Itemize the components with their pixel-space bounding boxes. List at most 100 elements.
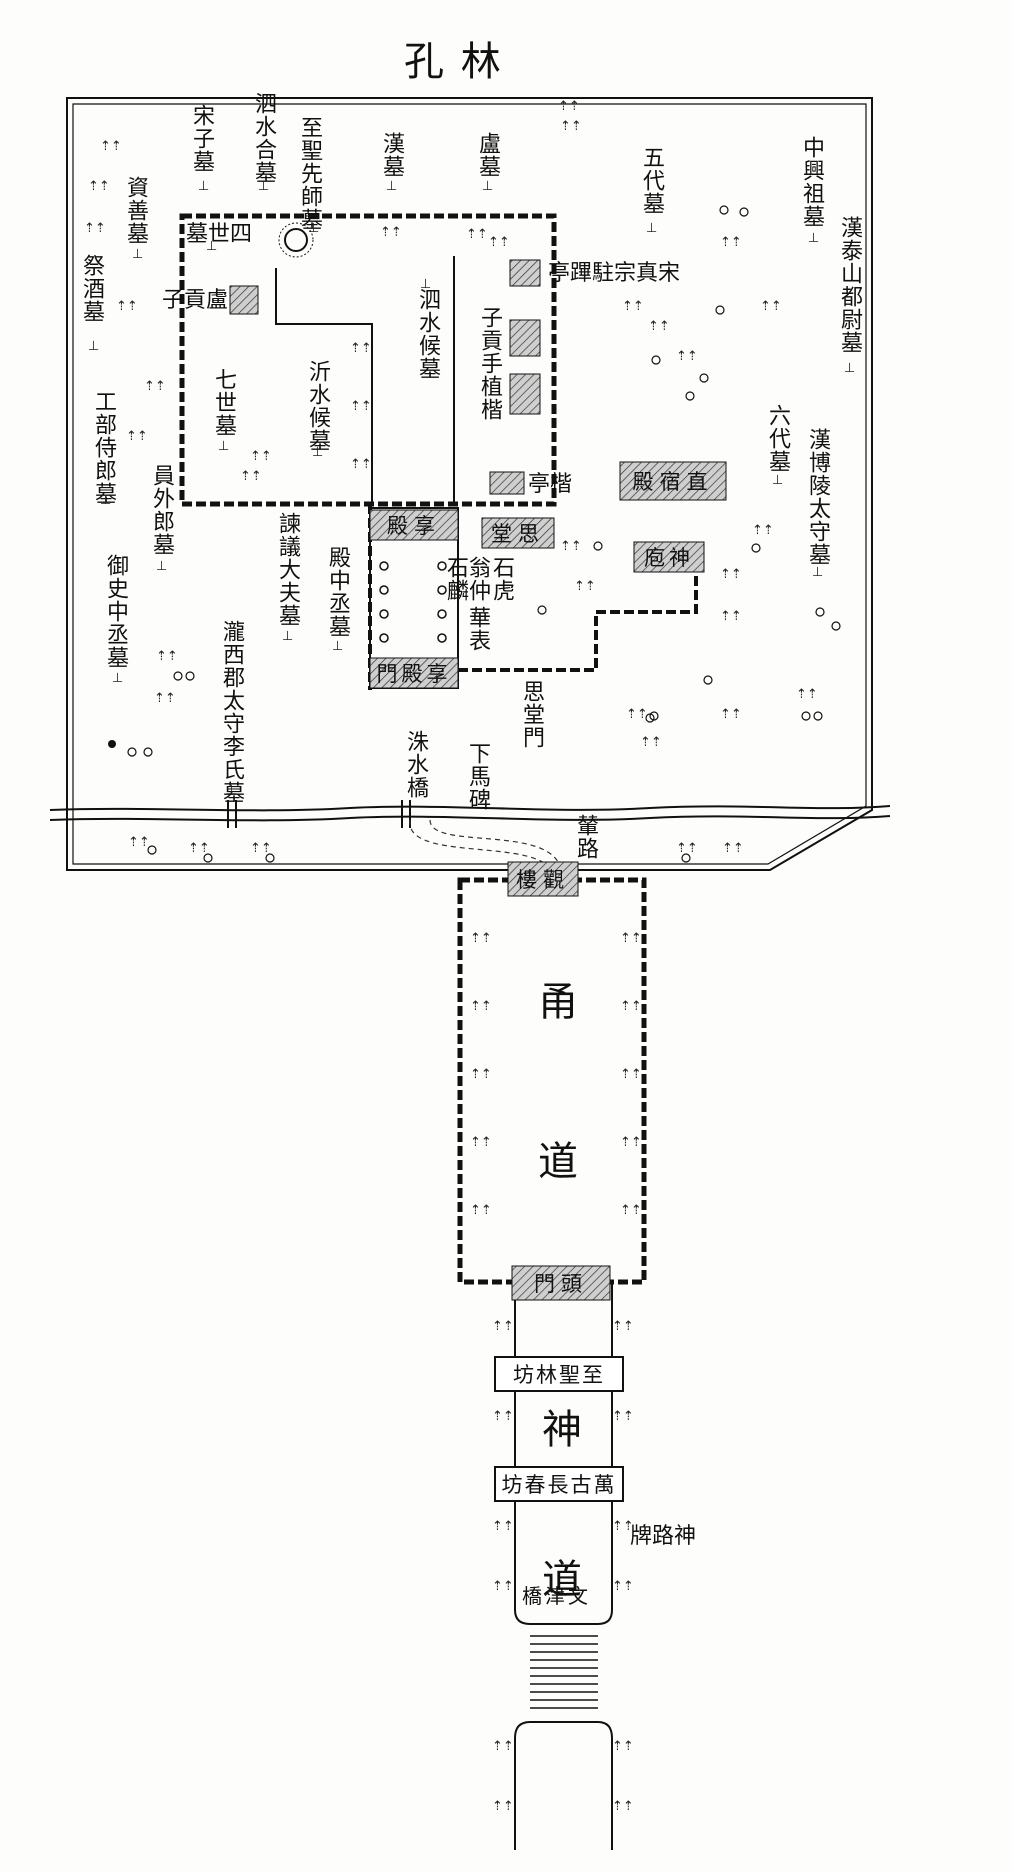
label-yongdao: 甬道 [531, 980, 577, 1300]
zigong-block-2 [509, 373, 541, 415]
tree-marker: ⇡⇡ [470, 1135, 492, 1150]
tree-marker: ⇡⇡ [760, 299, 782, 314]
tree-marker: ⇡⇡ [144, 379, 166, 394]
tree-marker: ⇡⇡ [720, 609, 742, 624]
tree-marker: ⇡⇡ [612, 1409, 634, 1424]
label-sitang: 思堂 [491, 522, 545, 546]
label-zishan-tomb: 資善墓 [123, 176, 148, 245]
tree-marker: ⇡⇡ [126, 429, 148, 444]
label-han-tomb: 漢墓 [379, 132, 404, 178]
tomb-marker: ⊥ [132, 247, 144, 262]
tree-marker: ⇡⇡ [626, 707, 648, 722]
tree-marker: ⇡⇡ [492, 1739, 514, 1754]
tomb-marker: ⊥ [226, 783, 238, 798]
label-xiangdian: 享殿 [387, 514, 441, 538]
label-yushi-tomb: 御史中丞墓 [103, 554, 128, 669]
label-lugongzi: 盧貢子 [162, 288, 229, 313]
tree-marker: ⇡⇡ [620, 1135, 642, 1150]
dark-marker [108, 740, 116, 748]
tree-marker: ⇡⇡ [720, 707, 742, 722]
label-gongbu-tomb: 工部侍郎墓 [91, 390, 116, 505]
tree-marker: ⇡⇡ [250, 449, 272, 464]
tree-marker: ⇡⇡ [612, 1319, 634, 1334]
tree-marker: ⇡⇡ [492, 1319, 514, 1334]
guanlou-block [507, 861, 579, 897]
tree-marker: ⇡⇡ [558, 99, 580, 114]
tree-marker: ⇡⇡ [492, 1799, 514, 1814]
label-shenlupai: 神路牌 [630, 1524, 697, 1549]
label-wudai-tomb: 五代墓 [639, 146, 664, 215]
tree-marker: ⇡⇡ [492, 1579, 514, 1594]
tomb-marker: ⊥ [420, 277, 432, 292]
tomb-marker: ⊥ [218, 439, 230, 454]
tomb-marker: ⊥ [100, 493, 112, 508]
tree-marker: ⇡⇡ [560, 119, 582, 134]
zhisheng-linfang-plaque: 至聖林坊 [494, 1356, 624, 1392]
tree-marker: ⇡⇡ [722, 841, 744, 856]
tree-marker: ⇡⇡ [188, 841, 210, 856]
tree-marker: ⇡⇡ [720, 235, 742, 250]
label-taishan-tomb: 漢泰山都尉墓 [837, 216, 862, 354]
label-kaiting: 楷亭 [528, 472, 573, 497]
tree-marker: ⇡⇡ [622, 299, 644, 314]
inner-path-west [275, 268, 373, 504]
label-zigong-tree: 子貢手植楷 [477, 306, 502, 421]
tree-marker: ⇡⇡ [720, 567, 742, 582]
label-songzi-tomb: 宋子墓 [189, 104, 214, 173]
tree-marker: ⇡⇡ [620, 999, 642, 1014]
tomb-marker: ⊥ [282, 629, 294, 644]
tree-marker: ⇡⇡ [560, 539, 582, 554]
tomb-marker: ⊥ [332, 639, 344, 654]
wangu-changchun-plaque: 萬古長春坊 [494, 1466, 624, 1502]
tree-marker: ⇡⇡ [488, 235, 510, 250]
label-liudai-tomb: 六代墓 [765, 404, 790, 473]
shrub-circles [127, 205, 841, 863]
tree-marker: ⇡⇡ [676, 349, 698, 364]
tomb-marker: ⊥ [88, 339, 100, 354]
tree-marker: ⇡⇡ [380, 225, 402, 240]
river-bank [49, 815, 891, 822]
label-sishi-tomb: 四世墓 [186, 222, 253, 247]
label-yulu: 輦路 [573, 814, 598, 860]
tomb-marker: ⊥ [812, 565, 824, 580]
tree-marker: ⇡⇡ [640, 735, 662, 750]
label-longxi-tomb: 瀧西郡太守李氏墓 [219, 620, 244, 804]
label-sishuihou-tomb: 泗水候墓 [415, 288, 440, 380]
label-yishuihou-tomb: 沂水候墓 [305, 360, 330, 452]
tree-marker: ⇡⇡ [492, 1519, 514, 1534]
tree-marker: ⇡⇡ [350, 457, 372, 472]
shendao-road-south [514, 1721, 613, 1850]
label-guanlou: 觀樓 [516, 868, 570, 892]
bridge-steps [530, 1635, 598, 1709]
tree-marker: ⇡⇡ [648, 319, 670, 334]
tree-marker: ⇡⇡ [612, 1579, 634, 1594]
tree-marker: ⇡⇡ [492, 1409, 514, 1424]
map-title: 孔 林 [404, 39, 503, 85]
zhisudian-block [619, 461, 727, 501]
tree-marker: ⇡⇡ [620, 931, 642, 946]
tomb-marker: ⊥ [198, 179, 210, 194]
kitchen-wall [458, 574, 698, 672]
zigong-block-1 [509, 319, 541, 357]
label-huabiao: 華表 [465, 606, 490, 652]
label-confucius-tomb: 至聖先師墓 [297, 116, 322, 231]
xiangdianmen-block [369, 657, 459, 689]
tomb-marker: ⊥ [808, 231, 820, 246]
tree-marker: ⇡⇡ [752, 523, 774, 538]
label-qishi-tomb: 七世墓 [211, 368, 236, 437]
tomb-marker: ⊥ [646, 221, 658, 236]
tomb-marker: ⊥ [312, 445, 324, 460]
tree-marker: ⇡⇡ [620, 1067, 642, 1082]
label-shenpao: 神庖 [644, 546, 694, 570]
label-lu-tomb: 盧墓 [475, 132, 500, 178]
tree-marker: ⇡⇡ [250, 841, 272, 856]
label-zhushui-bridge: 洙水橋 [403, 730, 428, 799]
tomb-marker: ⊥ [482, 179, 494, 194]
xiangdian-block [369, 509, 459, 541]
tree-marker: ⇡⇡ [620, 1203, 642, 1218]
tomb-marker: ⊥ [772, 473, 784, 488]
tomb-marker: ⊥ [156, 559, 168, 574]
label-zhongxingzu-tomb: 中興祖墓 [799, 136, 824, 228]
label-xiangdianmen: 享殿門 [376, 662, 452, 686]
